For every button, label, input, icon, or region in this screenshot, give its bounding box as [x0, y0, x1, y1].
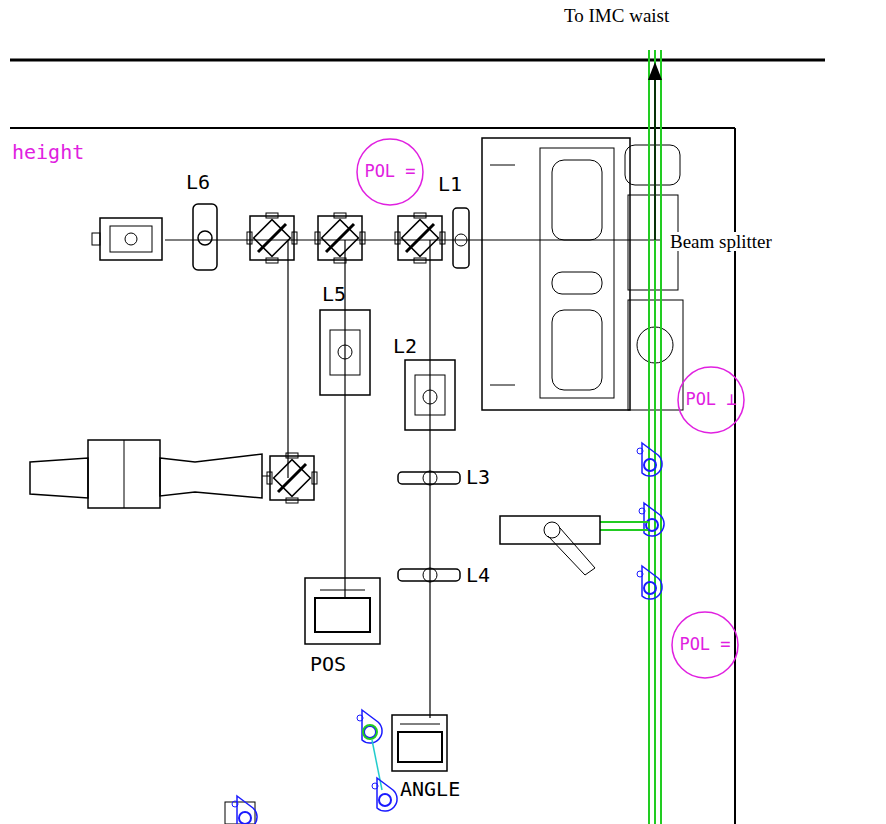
text-holder: POL ⊥	[677, 366, 745, 434]
lens-label: L4	[466, 565, 490, 585]
destination-label: To IMC waist	[562, 6, 671, 25]
table-label: height	[12, 142, 84, 162]
polarization-circle: POL ⊥	[677, 366, 745, 434]
lens-label: L3	[466, 467, 490, 487]
detector-label: POS	[310, 654, 346, 674]
text-holder: POL =	[356, 138, 424, 206]
polarization-circle: POL =	[671, 611, 739, 679]
detector-label: ANGLE	[400, 779, 460, 799]
lens-label: L1	[438, 174, 462, 194]
polarization-text: POL =	[678, 634, 732, 655]
polarization-text: POL ⊥	[684, 389, 738, 410]
text-holder: POL =	[671, 611, 739, 679]
lens-label: L2	[393, 336, 417, 356]
component-label: Beam splitter	[668, 232, 774, 251]
lens-label: L6	[186, 172, 210, 192]
polarization-text: POL =	[363, 161, 417, 182]
polarization-circle: POL =	[356, 138, 424, 206]
lens-label: L5	[322, 284, 346, 304]
